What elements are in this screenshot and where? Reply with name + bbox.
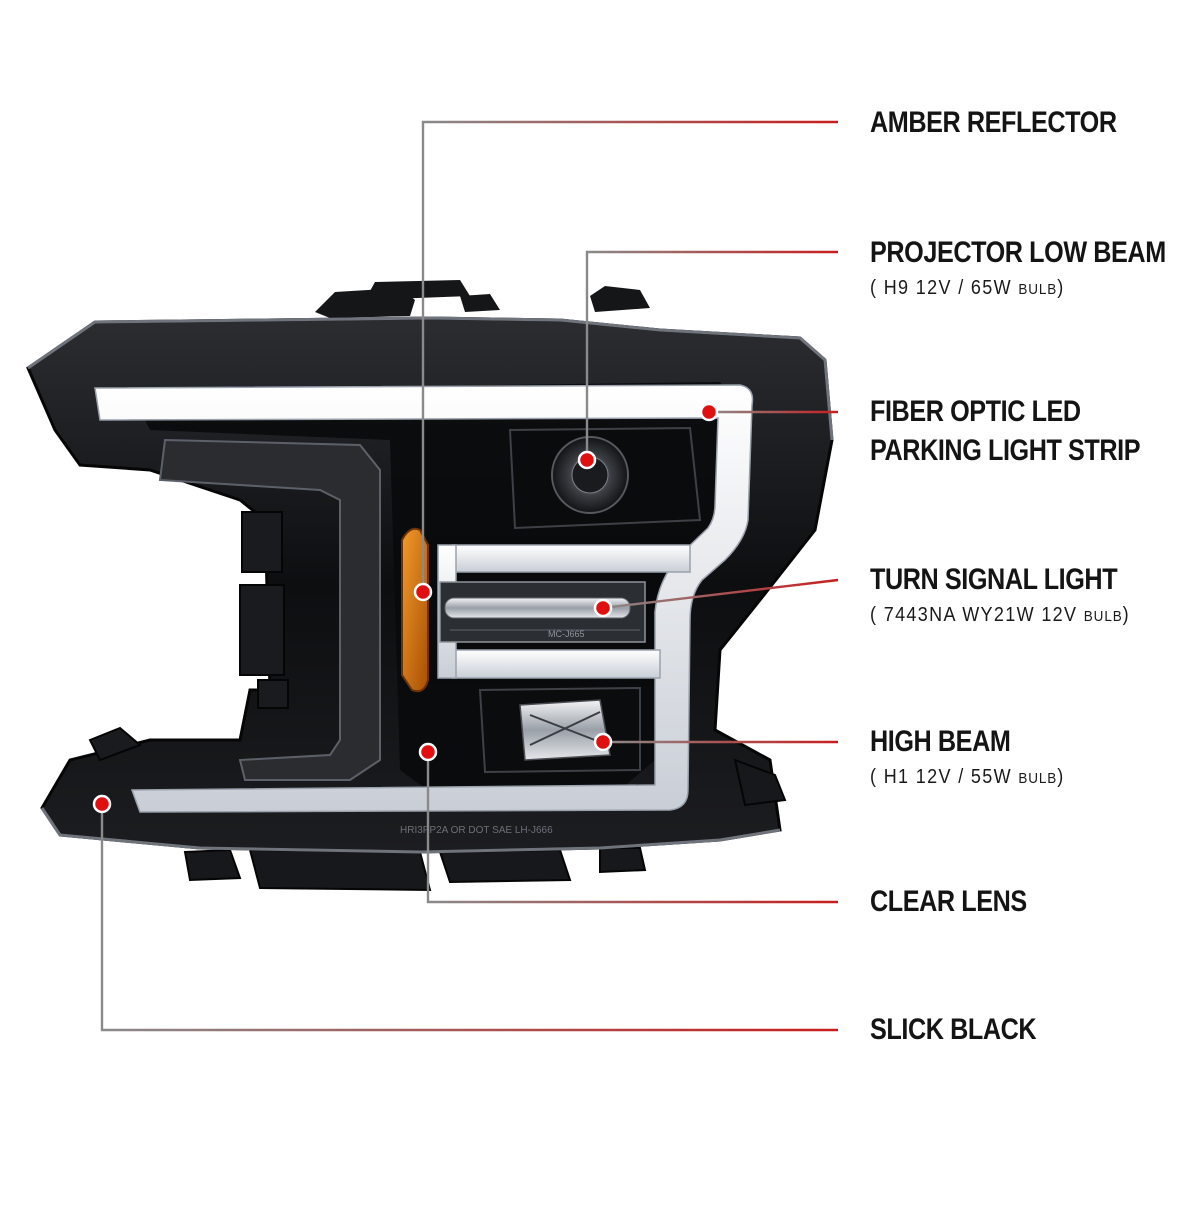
dot-high-beam (593, 732, 613, 752)
label-slick-black: SLICK BLACK (870, 1013, 1037, 1046)
label-turn-signal: TURN SIGNAL LIGHT (870, 563, 1118, 596)
clear-lens-edge (27, 316, 834, 441)
label-amber-reflector: AMBER REFLECTOR (870, 106, 1117, 139)
hook-frame (158, 438, 381, 781)
leader-slick-black (100, 804, 838, 1032)
amber-reflector (401, 527, 429, 693)
label-fiber-optic-line1: FIBER OPTIC LED (870, 395, 1081, 428)
dot-fiber-optic (699, 402, 719, 422)
spec-projector-low-beam: ( H9 12V / 65W BULB) (870, 277, 1065, 299)
marker-dots (92, 402, 719, 814)
dot-amber-reflector (413, 582, 433, 602)
turn-signal-module: MC-J665 (439, 581, 646, 643)
label-projector-low-beam: PROJECTOR LOW BEAM (870, 236, 1166, 269)
dot-slick-black (92, 794, 112, 814)
spec-high-beam: ( H1 12V / 55W BULB) (870, 766, 1065, 788)
leader-amber-reflector (421, 120, 838, 592)
leader-turn-signal (602, 578, 839, 610)
fiber-optic-strip (94, 384, 754, 813)
side-brackets (88, 511, 289, 762)
mounting-tabs (315, 280, 650, 318)
label-clear-lens: CLEAR LENS (870, 885, 1027, 918)
turn-module-marking: MC-J665 (548, 629, 585, 639)
leader-clear-lens (426, 752, 838, 904)
dot-turn-signal (593, 598, 613, 618)
label-fiber-optic-line2: PARKING LIGHT STRIP (870, 434, 1141, 467)
housing-marking: HRI3PP2A OR DOT SAE LH-J666 (400, 825, 553, 836)
high-beam-module (478, 686, 641, 774)
label-high-beam: HIGH BEAM (870, 725, 1011, 758)
dot-clear-lens (418, 742, 438, 762)
leader-projector-low-beam (585, 250, 838, 460)
spec-turn-signal: ( 7443NA WY21W 12V BULB) (870, 604, 1130, 626)
leader-lines (100, 120, 839, 1032)
projector-low-beam (508, 426, 702, 530)
dot-projector-low-beam (577, 450, 597, 470)
